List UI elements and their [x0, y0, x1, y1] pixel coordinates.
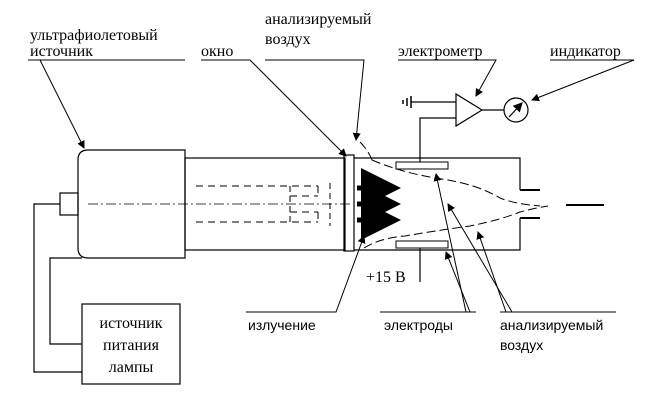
- analyzed-air-top-label-1: анализируемый: [265, 11, 372, 28]
- lamp-inner-electrode-frame: [289, 183, 331, 226]
- radiation-arrows: [357, 168, 401, 240]
- lamp-window: [343, 154, 355, 252]
- electrometer-label: электрометр: [398, 43, 483, 60]
- lamp-base-cap: [59, 192, 79, 216]
- analyzed-air-top-label-2: воздух: [265, 31, 311, 48]
- window-label: окно: [201, 43, 233, 60]
- power-wire-inner: [49, 257, 82, 345]
- analyzed-air-bottom-label-2: воздух: [500, 337, 543, 353]
- air-flow-upper: [359, 141, 541, 207]
- ground-icon: [402, 96, 412, 108]
- chamber-wall-top: [354, 157, 521, 190]
- power-supply-line-2: питания: [103, 337, 160, 354]
- lamp-inner-electrode: [196, 185, 319, 223]
- air-flow-lower: [363, 205, 549, 249]
- lamp-housing: [77, 149, 186, 259]
- leader-lines: [28, 59, 635, 313]
- voltage-label: +15 В: [366, 269, 406, 286]
- indicator-label: индикатор: [550, 43, 621, 60]
- lamp-power-supply: источник питания лампы: [33, 203, 181, 385]
- radiation-label: излучение: [248, 317, 316, 333]
- power-supply-line-3: лампы: [109, 359, 154, 376]
- chamber-wall-bottom: [354, 218, 521, 251]
- uv-lamp: [59, 149, 355, 259]
- indicator-gauge-icon: [503, 97, 529, 123]
- power-wire-outer: [33, 203, 82, 373]
- uv-source-label-2: источник: [30, 43, 93, 60]
- electrode-top: [395, 161, 449, 170]
- analyzed-air-bottom-label-1: анализируемый: [500, 317, 603, 333]
- electrode-bottom: [395, 240, 449, 249]
- uv-source-label-1: ультрафиолетовый: [30, 27, 158, 44]
- power-supply-line-1: источник: [100, 315, 163, 332]
- electrometer-wire: [419, 117, 456, 162]
- electrodes-label: электроды: [384, 317, 453, 333]
- ionization-chamber: [354, 141, 604, 251]
- electrometer-circuit: [402, 92, 529, 162]
- amplifier-triangle-icon: [455, 92, 484, 128]
